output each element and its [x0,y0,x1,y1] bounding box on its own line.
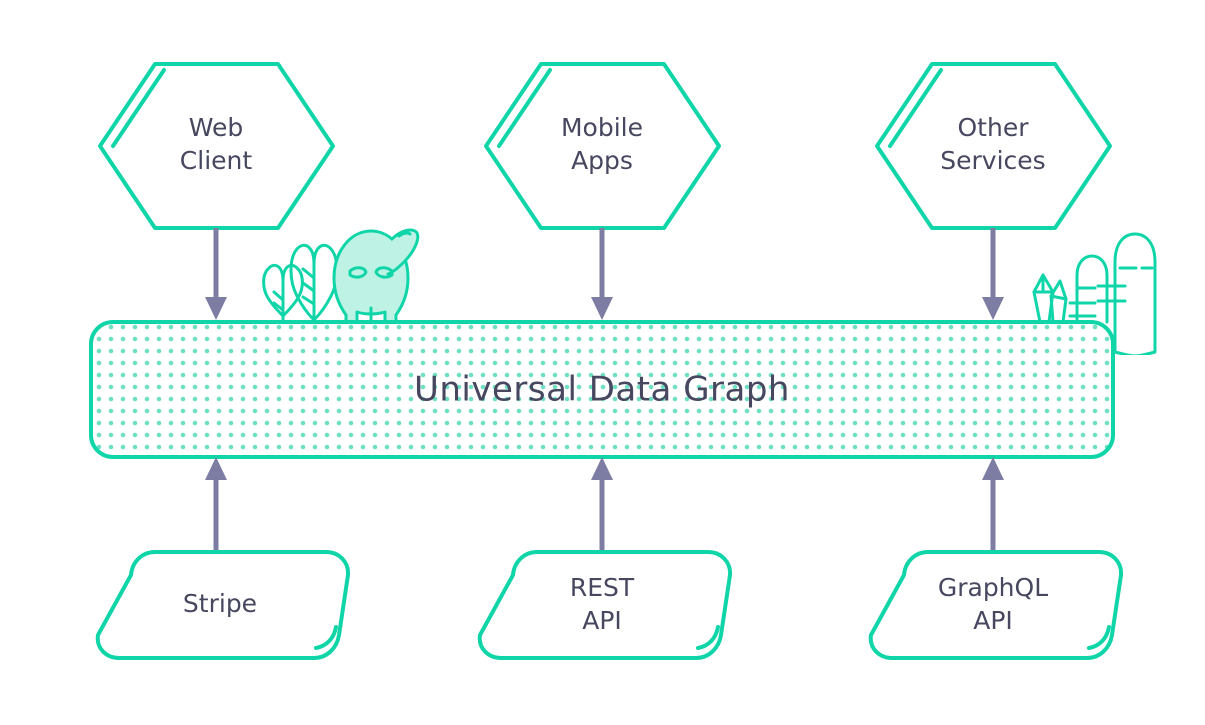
node-mobile-apps-line1: Mobile [561,113,643,142]
left-decoration-group [262,228,420,324]
arrow-rest-api-to-bar [591,457,613,552]
node-stripe-line1: Stripe [183,589,257,618]
node-rest-api[interactable]: REST API [477,550,733,660]
arrow-other-services-to-bar [982,228,1004,320]
node-graphql-api-line1: GraphQL [938,573,1048,602]
center-bar-label: Universal Data Graph [414,370,790,410]
node-web-client-line1: Web [189,113,244,142]
node-graphql-api-line2: API [973,606,1013,635]
node-other-services-line2: Services [940,146,1045,175]
arrow-mobile-apps-to-bar [591,228,613,320]
crystal-cluster-icon [1032,273,1068,324]
rock-small-icon [1068,254,1109,324]
node-web-client[interactable]: Web Client [98,62,335,230]
node-other-services[interactable]: Other Services [875,62,1112,230]
arrow-stripe-to-bar [205,457,227,552]
trees-icon [262,243,339,324]
node-mobile-apps[interactable]: Mobile Apps [484,62,721,230]
node-other-services-line1: Other [958,113,1030,142]
node-graphql-api[interactable]: GraphQL API [868,550,1124,660]
rock-large-icon [1096,232,1157,355]
universal-data-graph-bar[interactable]: Universal Data Graph [89,320,1115,459]
arrow-web-client-to-bar [205,228,227,320]
node-web-client-line2: Client [180,146,253,175]
node-rest-api-line2: API [582,606,622,635]
arrow-graphql-api-to-bar [982,457,1004,552]
node-stripe[interactable]: Stripe [95,550,351,660]
node-rest-api-line1: REST [570,573,635,602]
node-mobile-apps-line2: Apps [571,146,633,175]
alien-mascot-icon [332,228,420,324]
